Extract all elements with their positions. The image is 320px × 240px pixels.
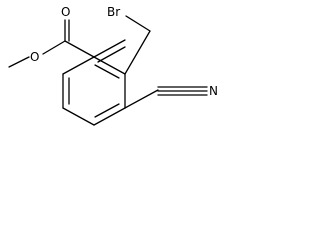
ring-bond-6 [62, 56, 95, 75]
ring-bond-3 [93, 107, 126, 126]
ring-bond-4 [62, 107, 95, 126]
bond-carbonyl-ring [64, 40, 95, 58]
chemical-structure: O O Br N [8, 5, 218, 126]
atom-ether-oxygen: O [30, 50, 39, 64]
ring-bond-1 [93, 56, 126, 75]
bond-ring-cn [124, 89, 159, 109]
atom-carbonyl-oxygen: O [61, 5, 70, 19]
bond-methyl-oxygen [8, 56, 30, 68]
atom-bromine: Br [107, 5, 120, 19]
ring-bond-c1-c2 [93, 39, 126, 58]
ring-bond-3-inner [94, 103, 120, 118]
ring-bond-c1-c2-inner [97, 46, 126, 63]
bond-ch2-br [125, 15, 151, 32]
ring-bond-1-inner [94, 64, 120, 79]
atom-nitrile-nitrogen: N [209, 84, 218, 98]
bond-ring-ch2 [124, 30, 151, 75]
bond-oxygen-carbonyl [42, 40, 66, 55]
